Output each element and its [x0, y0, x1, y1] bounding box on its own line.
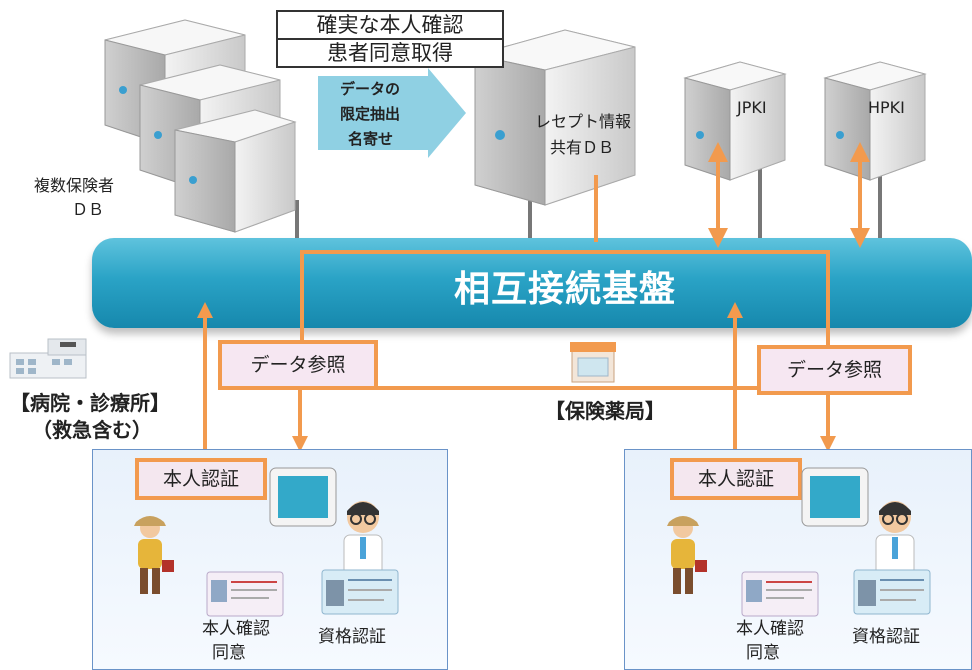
left-patient-icon [134, 516, 174, 594]
left-patient-card-label-2: 同意 [212, 643, 246, 663]
receipt-db-label-2: 共有ＤＢ [550, 138, 615, 157]
pharmacy-icon [570, 342, 616, 383]
extraction-arrow-shape [318, 68, 466, 158]
jpki-label: JPKI [737, 98, 767, 117]
left-doctor-card-icon [321, 569, 399, 615]
insurers-db-label-1: 複数保険者 [34, 176, 115, 195]
right-doctor-icon [875, 501, 915, 576]
hospital-icon [9, 338, 87, 379]
left-tablet-icon [269, 467, 337, 527]
right-patient-card-icon [741, 571, 819, 617]
left-doctor-card-label: 資格認証 [318, 627, 386, 647]
left-auth-box: 本人認証 [135, 458, 267, 500]
right-doctor-card-icon [853, 569, 931, 615]
patient-consent-box: 患者同意取得 [276, 38, 504, 68]
left-doctor-icon [343, 501, 383, 576]
hospital-label-2: （救急含む） [32, 418, 152, 442]
right-patient-icon [667, 516, 707, 594]
left-patient-card-label-1: 本人確認 [202, 619, 270, 639]
right-auth-box: 本人認証 [670, 458, 802, 500]
extract-label-2: 限定抽出 [340, 105, 401, 123]
right-patient-card-label-2: 同意 [746, 643, 780, 663]
right-data-ref-box: データ参照 [757, 345, 912, 395]
right-patient-card-label-1: 本人確認 [736, 619, 804, 639]
right-doctor-card-label: 資格認証 [852, 627, 920, 647]
platform-orange-frame [300, 250, 830, 390]
hospital-label-1: 【病院・診療所】 [10, 391, 170, 415]
insurers-db-label-2: ＤＢ [72, 200, 105, 219]
extract-label-1: データの [340, 80, 401, 98]
left-patient-card-icon [206, 571, 284, 617]
identity-verification-box: 確実な本人確認 [276, 10, 504, 40]
receipt-db-label-1: レセプト情報 [535, 112, 632, 131]
left-data-ref-box: データ参照 [218, 340, 378, 390]
receipt-server-icon [474, 29, 636, 206]
insurers-server-icon [104, 19, 297, 233]
extract-label-3: 名寄せ [348, 130, 394, 148]
pharmacy-label: 【保険薬局】 [545, 399, 665, 423]
hpki-label: HPKI [868, 98, 905, 117]
platform-label: 相互接続基盤 [453, 269, 676, 310]
right-tablet-icon [801, 467, 869, 527]
